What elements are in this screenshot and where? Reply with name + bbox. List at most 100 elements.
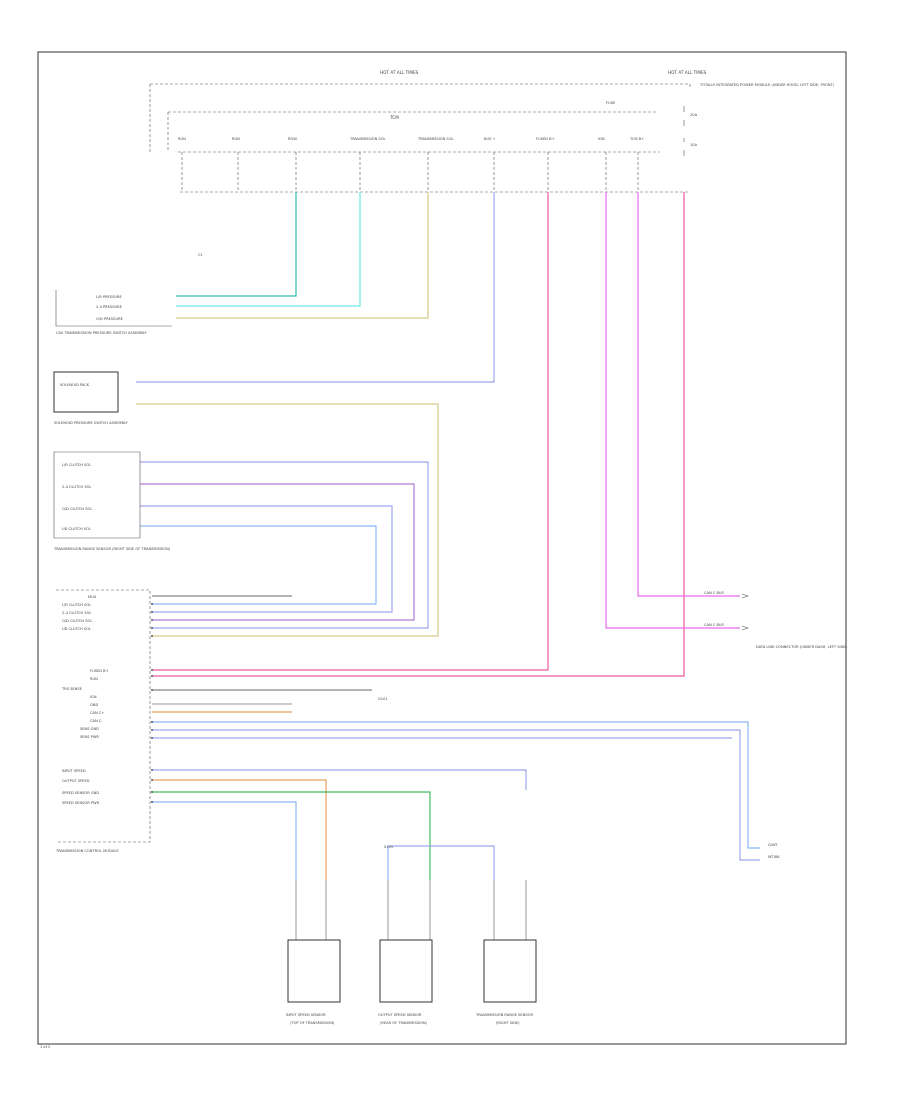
tcm-name: TRANSMISSION CONTROL MODULE [55, 849, 119, 853]
tipm-outline [149, 83, 691, 152]
bus-label-1: CAN C BUS [704, 591, 725, 595]
solenoid-pack-label: SOLENOID PACK [60, 383, 90, 387]
wire-can-2 [152, 729, 760, 861]
bus-label-2: CAN C BUS [704, 623, 725, 627]
solenoid-row-3: O/D CLUTCH SOL [62, 507, 92, 511]
tcm-row-b-3: TRS SENSE [61, 687, 83, 691]
tcm-row-b-5: GND [90, 703, 98, 707]
fuse-label: FUSE [606, 101, 616, 105]
wire-cyan [176, 192, 361, 307]
fuse-10a: 10A [690, 143, 698, 147]
ground-label: G101 [378, 697, 388, 701]
wire-blue-4 [140, 525, 377, 605]
sensor-left-name: INPUT SPEED SENSOR [286, 1013, 326, 1017]
solenoid-pack: SOLENOID PACK SOLENOID PRESSURE SWITCH A… [53, 371, 129, 425]
sensor-mid-name: OUTPUT SPEED SENSOR [378, 1013, 422, 1017]
wire-can-1 [152, 721, 760, 849]
pressure-row-2: 2-4 PRESSURE [96, 305, 123, 309]
wire-sensor-blue-2 [388, 845, 495, 880]
top-pin-8: IGN [598, 137, 605, 141]
solenoid-pack-sub: SOLENOID PRESSURE SWITCH ASSEMBLY [54, 421, 129, 425]
power-distribution: HOT AT ALL TIMES HOT AT ALL TIMES TOTALL… [149, 70, 835, 257]
tcm-row-a-1: MUX [88, 595, 97, 599]
pressure-row-1: L/R PRESSURE [96, 295, 122, 299]
tcm-row-a-5: UD CLUTCH SOL [62, 627, 91, 631]
top-pin-1: RUN [178, 137, 186, 141]
wire-magenta-2 [637, 192, 740, 597]
tcm-row-a-4: O/D CLUTCH SOL [62, 619, 92, 623]
solenoid-assembly-sub: TRANSMISSION RANGE SENSOR (RIGHT SIDE OF… [53, 547, 171, 551]
tcm-row-b-8: SENS GND [80, 727, 99, 731]
top-pin-labels: RUN RUN ROW TRANSMISSION SOL TRANSMISSIO… [178, 137, 644, 141]
pressure-row-3: O/D PRESSURE [96, 317, 124, 321]
sensor-mid-box [379, 939, 433, 1003]
top-pin-6: BUS + [484, 137, 496, 141]
tcm-row-b-4: IGN [90, 695, 97, 699]
hot-at-all-times-left: HOT AT ALL TIMES [380, 70, 419, 75]
tcm-row-c-2: OUTPUT SPEED [62, 779, 90, 783]
tcm-row-b-6: CAN C+ [90, 711, 104, 715]
pressure-transducer: L/R PRESSURE 2-4 PRESSURE O/D PRESSURE C… [55, 290, 172, 335]
wire-sensor-blue [152, 769, 527, 790]
diagram-frame [37, 51, 847, 1045]
top-pin-3: ROW [288, 137, 297, 141]
wire-blue-3 [140, 505, 393, 613]
wire-yellow [176, 192, 429, 319]
tipm-label: TOTALLY INTEGRATED POWER MODULE (UNDER H… [699, 83, 835, 87]
tcm-row-b-1: FUSED B+ [90, 669, 109, 673]
wire-pink [152, 192, 549, 671]
wire-sensor-ltblue [152, 801, 297, 880]
splice-label: S101 [384, 845, 393, 849]
data-link-connector: CAN C BUS CAN C BUS DATA LINK CONNECTOR … [704, 591, 848, 859]
wire-pink-2 [152, 192, 685, 677]
top-pin-7: FUSED B+ [536, 137, 555, 141]
data-link-label: DATA LINK CONNECTOR (UNDER DASH, LEFT SI… [756, 645, 848, 649]
wires [136, 192, 760, 880]
pressure-transducer-name: CAV TRANSMISSION PRESSURE SWITCH ASSEMBL… [56, 331, 147, 335]
wire-blue-bus [136, 192, 495, 383]
module-label: TCM [389, 115, 399, 120]
wire-sensor-orange [152, 779, 327, 880]
sensor-leads [295, 880, 527, 940]
tcm-module: MUX L/R CLUTCH SOL 2-4 CLUTCH SOL O/D CL… [55, 589, 153, 853]
wire-yellow-long [136, 403, 439, 637]
wire-sensor-green [152, 791, 431, 880]
top-pin-5: TRANSMISSION SOL [417, 137, 454, 141]
solenoid-row-2: 2-4 CLUTCH SOL [62, 485, 91, 489]
tcm-pin-dots [151, 603, 153, 803]
tcm-row-b-2: RUN [90, 677, 98, 681]
tcm-row-a-3: 2-4 CLUTCH SOL [62, 611, 91, 615]
tcm-row-c-1: INPUT SPEED [62, 769, 86, 773]
tcm-row-b-9: SENS PWR [80, 735, 99, 739]
sensor-mid-loc: (REAR OF TRANSMISSION) [380, 1021, 428, 1025]
right-label-2: WT/BK [768, 855, 780, 859]
solenoid-row-1: L/R CLUTCH SOL [62, 463, 91, 467]
wire-teal [176, 192, 297, 297]
pressure-transducer-bracket [55, 290, 172, 327]
solenoid-assembly: L/R CLUTCH SOL 2-4 CLUTCH SOL O/D CLUTCH… [53, 451, 171, 551]
tcm-row-c-3: SPEED SENSOR GND [62, 791, 99, 795]
page-label: 1 of 2 [40, 1045, 50, 1049]
top-connector-stubs [181, 152, 639, 192]
wire-blue-2 [140, 461, 429, 629]
tcm-inner-outline [167, 111, 658, 152]
fuse-20a: 20A [690, 113, 698, 117]
top-pin-2: RUN [232, 137, 240, 141]
right-label-1: G/WT [768, 843, 779, 847]
solenoid-row-4: UD CLUTCH SOL [62, 527, 91, 531]
tcm-row-a-2: L/R CLUTCH SOL [62, 603, 91, 607]
tcm-row-b-7: CAN C- [90, 719, 103, 723]
wire-magenta-1 [605, 192, 740, 629]
top-pin-4: TRANSMISSION SOL [349, 137, 386, 141]
hot-at-all-times-right: HOT AT ALL TIMES [668, 70, 707, 75]
sensor-left-loc: (TOP OF TRANSMISSION) [290, 1021, 335, 1025]
sensor-right-box [483, 939, 537, 1003]
sensor-left-box [287, 939, 341, 1003]
solenoid-pack-box [53, 371, 119, 413]
sensor-right-loc: (RIGHT SIDE) [496, 1021, 520, 1025]
sensor-right-name: TRANSMISSION RANGE SENSOR [475, 1013, 533, 1017]
speed-sensors: INPUT SPEED SENSOR (TOP OF TRANSMISSION)… [286, 697, 537, 1025]
tcm-row-c-4: SPEED SENSOR PWR [62, 801, 100, 805]
top-pin-9: TCM B+ [629, 137, 644, 141]
